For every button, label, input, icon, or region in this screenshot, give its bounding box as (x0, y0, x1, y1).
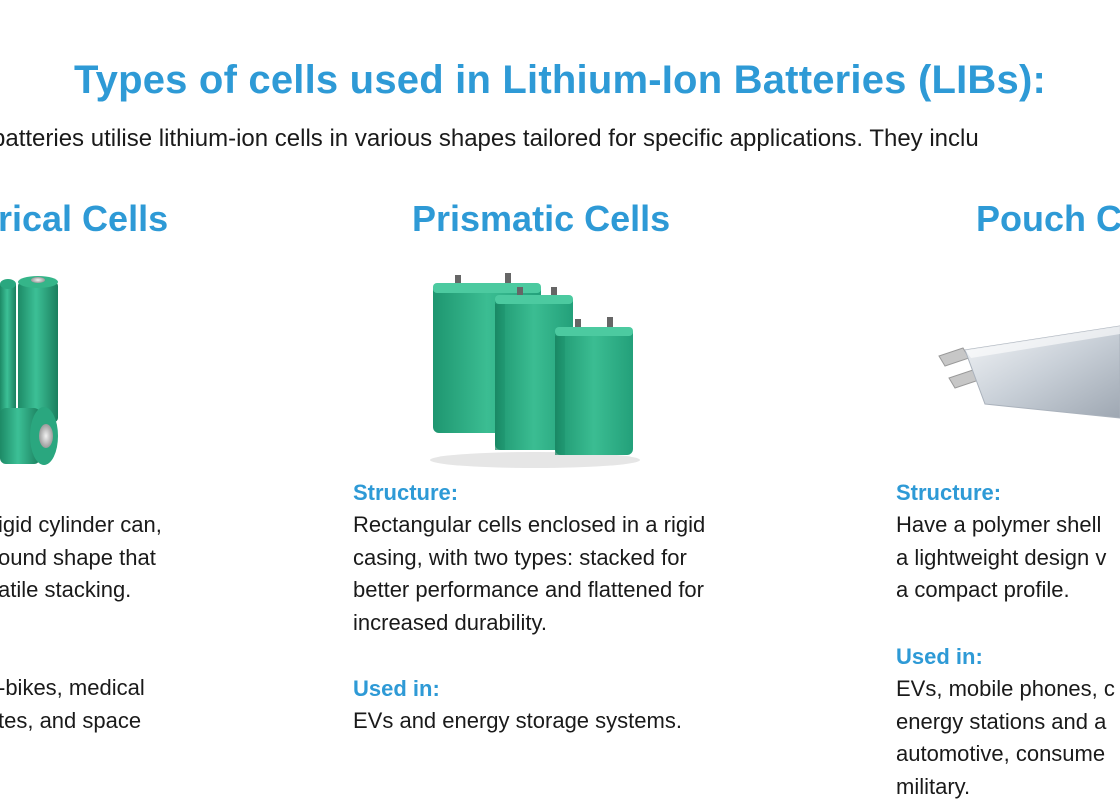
cylindrical-cells-heading: rical Cells (0, 198, 168, 240)
text-line: Rectangular cells enclosed in a rigid (353, 509, 705, 542)
text-line: igid cylinder can, (0, 509, 162, 542)
pouch-cells-heading: Pouch C (976, 198, 1120, 240)
text-line: a lightweight design v (896, 542, 1106, 575)
prismatic-used-in-text: EVs and energy storage systems. (353, 705, 682, 738)
text-line: automotive, consume (896, 738, 1115, 771)
pouch-cell-image (935, 318, 1120, 423)
cylindrical-structure-text: igid cylinder can, ound shape that atile… (0, 509, 162, 607)
text-line: military. (896, 771, 1115, 803)
prismatic-structure-text: Rectangular cells enclosed in a rigid ca… (353, 509, 705, 639)
text-line: Have a polymer shell (896, 509, 1106, 542)
slide-title: Types of cells used in Lithium-Ion Batte… (0, 58, 1120, 103)
cylindrical-used-in-text: -bikes, medical tes, and space (0, 672, 145, 737)
cylindrical-cells-image (0, 270, 70, 475)
pouch-structure-text: Have a polymer shell a lightweight desig… (896, 509, 1106, 607)
text-line: better performance and flattened for (353, 574, 705, 607)
pouch-used-in-text: EVs, mobile phones, c energy stations an… (896, 673, 1115, 803)
text-line: EVs, mobile phones, c (896, 673, 1115, 706)
pouch-structure-label: Structure: (896, 480, 1001, 506)
prismatic-structure-label: Structure: (353, 480, 458, 506)
pouch-used-in-label: Used in: (896, 644, 983, 670)
prismatic-cells-image (425, 265, 645, 470)
text-line: increased durability. (353, 607, 705, 640)
intro-text: batteries utilise lithium-ion cells in v… (0, 125, 979, 153)
text-line: ound shape that (0, 542, 162, 575)
text-line: atile stacking. (0, 574, 162, 607)
prismatic-used-in-label: Used in: (353, 676, 440, 702)
text-line: -bikes, medical (0, 672, 145, 705)
text-line: EVs and energy storage systems. (353, 705, 682, 738)
text-line: casing, with two types: stacked for (353, 542, 705, 575)
prismatic-cells-heading: Prismatic Cells (412, 198, 670, 240)
text-line: energy stations and a (896, 706, 1115, 739)
text-line: a compact profile. (896, 574, 1106, 607)
text-line: tes, and space (0, 705, 145, 738)
